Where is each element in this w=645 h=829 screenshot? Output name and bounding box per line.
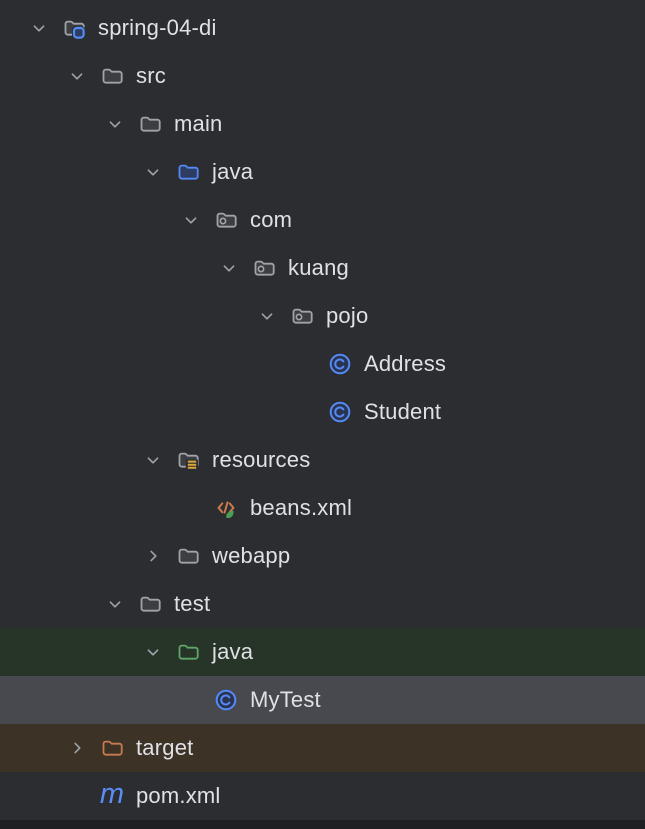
chevron-spacer	[294, 401, 316, 423]
tree-item-main[interactable]: main	[0, 100, 645, 148]
tree-item-pom-xml[interactable]: m pom.xml	[0, 772, 645, 820]
package-icon	[214, 208, 238, 232]
tree-item-spring-04-di[interactable]: spring-04-di	[0, 4, 645, 52]
chevron-down-icon[interactable]	[104, 593, 126, 615]
tree-item-label: main	[174, 111, 223, 136]
folder-icon	[176, 544, 200, 568]
chevron-right-icon[interactable]	[142, 545, 164, 567]
chevron-down-icon[interactable]	[142, 161, 164, 183]
tree-item-src[interactable]: src	[0, 52, 645, 100]
tree-item-java[interactable]: java	[0, 148, 645, 196]
chevron-spacer	[180, 689, 202, 711]
tree-item-label: pojo	[326, 303, 369, 328]
chevron-down-icon[interactable]	[28, 17, 50, 39]
tree-item-label: target	[136, 735, 194, 760]
tree-item-label: Address	[364, 351, 447, 376]
tree-item-label: spring-04-di	[98, 15, 217, 40]
module-icon	[62, 16, 86, 40]
tree-item-label: resources	[212, 447, 311, 472]
tree-item-kuang[interactable]: kuang	[0, 244, 645, 292]
chevron-down-icon[interactable]	[180, 209, 202, 231]
tree-item-mytest[interactable]: MyTest	[0, 676, 645, 724]
spring-xml-icon	[214, 496, 238, 520]
folder-icon	[100, 64, 124, 88]
tree-item-label: test	[174, 591, 211, 616]
excluded-folder-icon	[100, 736, 124, 760]
tree-item-target[interactable]: target	[0, 724, 645, 772]
tree-item-label: src	[136, 63, 166, 88]
package-icon	[252, 256, 276, 280]
test-sources-root-icon	[176, 640, 200, 664]
tree-item-address[interactable]: Address	[0, 340, 645, 388]
tree-item-test[interactable]: test	[0, 580, 645, 628]
panel-bottom-edge	[0, 820, 645, 829]
chevron-down-icon[interactable]	[142, 449, 164, 471]
tree-item-student[interactable]: Student	[0, 388, 645, 436]
tree-item-label: webapp	[212, 543, 291, 568]
tree-item-resources[interactable]: resources	[0, 436, 645, 484]
chevron-down-icon[interactable]	[142, 641, 164, 663]
tree-item-com[interactable]: com	[0, 196, 645, 244]
class-icon	[214, 688, 238, 712]
chevron-spacer	[180, 497, 202, 519]
tree-item-beans-xml[interactable]: beans.xml	[0, 484, 645, 532]
tree-item-label: java	[212, 159, 254, 184]
sources-root-icon	[176, 160, 200, 184]
maven-icon: m	[99, 778, 125, 810]
resources-root-icon	[176, 448, 200, 472]
tree-item-webapp[interactable]: webapp	[0, 532, 645, 580]
tree-item-label: java	[212, 639, 254, 664]
tree-item-label: kuang	[288, 255, 349, 280]
folder-icon	[138, 112, 162, 136]
tree-item-label: beans.xml	[250, 495, 353, 520]
tree-item-label: com	[250, 207, 293, 232]
chevron-right-icon[interactable]	[66, 737, 88, 759]
chevron-down-icon[interactable]	[218, 257, 240, 279]
tree-item-label: Student	[364, 399, 442, 424]
chevron-down-icon[interactable]	[256, 305, 278, 327]
chevron-spacer	[294, 353, 316, 375]
chevron-down-icon[interactable]	[66, 65, 88, 87]
maven-m-glyph: m	[99, 778, 125, 810]
tree-item-label: pom.xml	[136, 783, 221, 808]
class-icon	[328, 400, 352, 424]
tree-item-java[interactable]: java	[0, 628, 645, 676]
chevron-down-icon[interactable]	[104, 113, 126, 135]
tree-item-label: MyTest	[250, 687, 321, 712]
class-icon	[328, 352, 352, 376]
chevron-spacer	[66, 785, 88, 807]
package-icon	[290, 304, 314, 328]
folder-icon	[138, 592, 162, 616]
tree-item-pojo[interactable]: pojo	[0, 292, 645, 340]
